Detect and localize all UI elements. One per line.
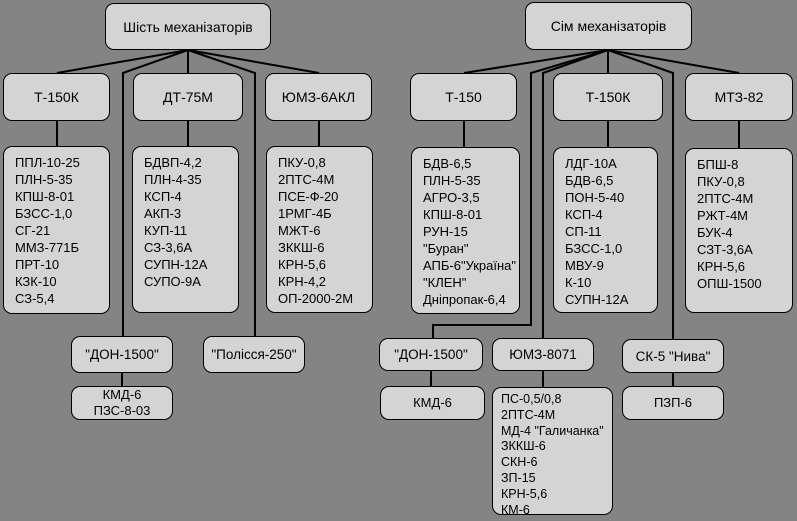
- node-seven-operators: Сім механізаторів: [525, 2, 692, 50]
- implements-list-t150k-right: ЛДГ-10А БДВ-6,5 ПОН-5-40 КСП-4 СП-11 БЗС…: [553, 147, 658, 313]
- connector-line: [607, 49, 674, 339]
- node-tractor-t150k-right: Т-150К: [553, 73, 663, 121]
- connector-line: [122, 49, 189, 336]
- node-combine-don1500-left: "ДОН-1500": [71, 336, 173, 373]
- implements-list-mtz82: БПШ-8 ПКУ-0,8 2ПТС-4М РЖТ-4М БУК-4 СЗТ-3…: [685, 148, 793, 313]
- implements-list-t150: БДВ-6,5 ПЛН-5-35 АГРО-3,5 КПШ-8-01 РУН-1…: [411, 147, 520, 314]
- connector-line: [432, 49, 609, 338]
- node-tractor-dt75m: ДТ-75М: [133, 73, 243, 121]
- node-combine-don1500-right: "ДОН-1500": [379, 338, 483, 371]
- node-tractor-t150: Т-150: [410, 73, 517, 121]
- node-six-operators: Шість механізаторів: [105, 3, 271, 50]
- connector-line: [187, 49, 256, 336]
- connector-line: [56, 49, 189, 74]
- implements-list-sk5-niva: ПЗП-6: [622, 386, 724, 420]
- implements-list-don1500-left: КМД-6 ПЗС-8-03: [71, 386, 173, 420]
- node-tractor-mtz82: МТЗ-82: [685, 73, 793, 121]
- node-combine-polissya250: "Полісся-250": [203, 336, 305, 373]
- connector-line: [542, 49, 609, 338]
- implements-list-yumz8071: ПС-0,5/0,8 2ПТС-4М МД-4 "Галичанка" ЗККШ…: [492, 387, 613, 517]
- implements-list-t150k-left: ППЛ-10-25 ПЛН-5-35 КПШ-8-01 БЗСС-1,0 СГ-…: [3, 146, 110, 314]
- connector-line: [463, 49, 609, 74]
- node-tractor-yumz6akl: ЮМЗ-6АКЛ: [265, 73, 372, 121]
- connector-line: [187, 49, 320, 74]
- implements-list-dt75m: БДВП-4,2 ПЛН-4-35 КСП-4 АКП-3 КУП-11 СЗ-…: [132, 146, 239, 313]
- node-combine-yumz8071: ЮМЗ-8071: [492, 338, 594, 371]
- implements-list-don1500-right: КМД-6: [380, 386, 485, 420]
- node-tractor-t150k-left: Т-150К: [3, 73, 110, 121]
- node-combine-sk5-niva: СК-5 "Нива": [622, 339, 724, 373]
- connector-line: [607, 49, 740, 74]
- implements-list-yumz6akl: ПКУ-0,8 2ПТС-4М ПСЕ-Ф-20 1РМГ-4Б МЖТ-6 З…: [266, 146, 373, 313]
